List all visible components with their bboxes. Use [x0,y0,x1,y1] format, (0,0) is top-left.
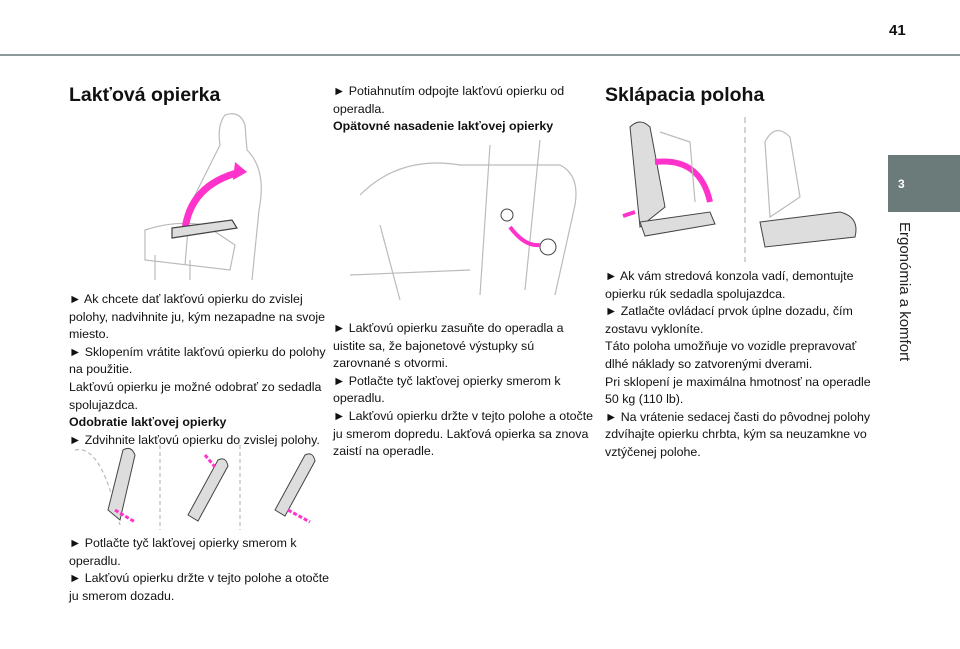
armrest-raise-illustration [144,113,262,280]
seat-fold-illustration [622,117,857,262]
chapter-title: Ergonómia a komfort [896,222,913,362]
armrest-text-2: ► Potlačte tyč lakťovej opierky smerom k… [69,536,330,603]
armrest-refit-text: ► Lakťovú opierku zasuňte do operadla a … [333,321,594,459]
section-title-fold: Sklápacia poloha [605,84,765,106]
armrest-removal-illustrations [74,445,316,530]
chapter-number: 3 [898,177,905,191]
seat-fold-text: ► Ak vám stredová konzola vadí, demontuj… [605,269,871,459]
header-divider [0,54,960,56]
chapter-tab[interactable]: 3 [888,155,960,212]
armrest-text-1: ► Ak chcete dať lakťovú opierku do zvisl… [69,292,326,447]
armrest-refit-illustration [349,139,577,301]
section-title-armrest: Lakťová opierka [69,84,221,106]
armrest-detach-text: ► Potiahnutím odpojte lakťovú opierku od… [333,84,565,134]
page-number: 41 [889,22,906,39]
